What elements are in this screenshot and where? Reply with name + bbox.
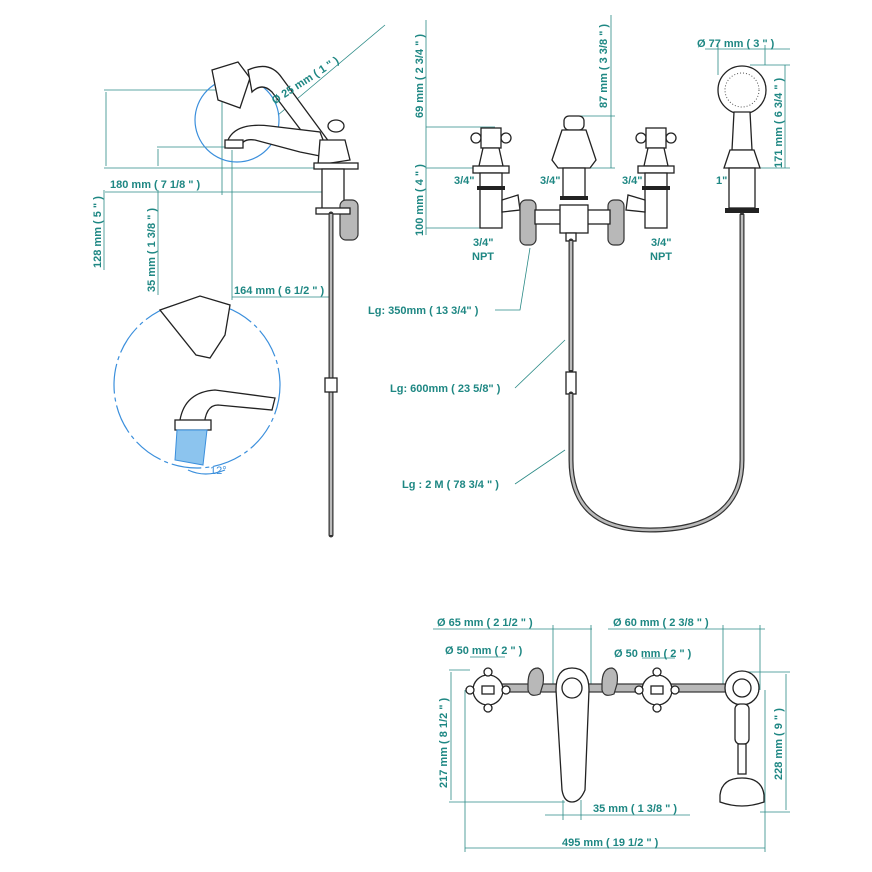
side-spout-reach: 180 mm ( 7 1/8 " ) [110, 179, 201, 191]
hose-2m-label: Lg : 2 M ( 78 3/4 " ) [402, 479, 499, 491]
top-view: Ø 65 mm ( 2 1/2 " ) Ø 50 mm ( 2 " ) Ø 60… [433, 617, 790, 852]
side-spout-to-center: 164 mm ( 6 1/2 " ) [234, 285, 325, 297]
top-right-handle-diameter: Ø 50 mm ( 2 " ) [614, 648, 692, 660]
top-left-handle-diameter: Ø 50 mm ( 2 " ) [445, 645, 523, 657]
front-valve-body-height: 100 mm ( 4 " ) [414, 164, 426, 236]
center-spout [534, 115, 611, 242]
hose-600-label: Lg: 600mm ( 23 5/8" ) [390, 383, 501, 395]
left-cross-handle [465, 667, 511, 713]
right-cross-handle [634, 667, 680, 713]
left-valve-size: 3/4" [454, 175, 475, 187]
spout-size: 3/4" [540, 175, 561, 187]
spout-top [555, 667, 590, 803]
right-valve-size: 3/4" [622, 175, 643, 187]
side-spout-height: 35 mm ( 1 3/8 " ) [146, 208, 158, 292]
side-spray-angle: 12° [210, 465, 227, 477]
side-view: Ø 25 mm ( 1 " ) 180 mm ( 7 1/8 " ) 128 m… [92, 24, 386, 538]
front-view: 69 mm ( 2 3/4 " ) 100 mm ( 4 " ) 87 mm (… [368, 15, 790, 533]
left-inlet-type: NPT [472, 251, 494, 263]
top-shower-base-diameter: Ø 60 mm ( 2 3/8 " ) [613, 617, 709, 629]
front-spout-height: 87 mm ( 3 3/8 " ) [598, 24, 610, 108]
top-spout-projection: 217 mm ( 8 1/2 " ) [438, 697, 450, 788]
front-handshower-height: 171 mm ( 6 3/4 " ) [773, 77, 785, 168]
shower-mount-size: 1" [716, 175, 727, 187]
right-inlet-type: NPT [650, 251, 672, 263]
hose-350-label: Lg: 350mm ( 13 3/4" ) [368, 305, 479, 317]
left-valve [470, 127, 537, 246]
shower-top [719, 670, 765, 807]
right-valve [607, 127, 677, 246]
top-shower-projection: 228 mm ( 9 " ) [773, 708, 785, 780]
handshower [717, 65, 767, 213]
front-handshower-diameter: Ø 77 mm ( 3 " ) [697, 38, 775, 50]
side-overall-height: 128 mm ( 5 " ) [92, 196, 104, 268]
top-overall-width: 495 mm ( 19 1/2 " ) [562, 837, 659, 849]
front-handle-height: 69 mm ( 2 3/4 " ) [414, 34, 426, 118]
right-inlet-size: 3/4" [651, 237, 672, 249]
left-inlet-size: 3/4" [473, 237, 494, 249]
top-spout-width: 35 mm ( 1 3/8 " ) [593, 803, 677, 815]
top-spout-diameter: Ø 65 mm ( 2 1/2 " ) [437, 617, 533, 629]
